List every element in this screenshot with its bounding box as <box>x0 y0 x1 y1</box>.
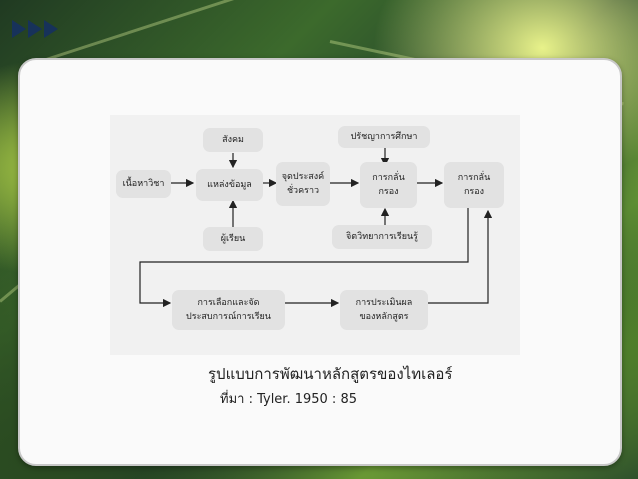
node-temp-objectives: จุดประสงค์ ชั่วคราว <box>276 162 330 206</box>
node-selection-line1: การเลือกและจัด <box>197 298 260 308</box>
arrow-evaluation-to-screening2 <box>428 209 493 304</box>
node-psychology-label: จิตวิทยาการเรียนรู้ <box>346 232 418 242</box>
node-screening-2-line1: การกลั่น <box>457 173 491 183</box>
node-screening-1: การกลั่น กรอง <box>360 162 417 208</box>
node-content-label: เนื้อหาวิชา <box>122 179 165 189</box>
node-evaluation: การประเมินผล ของหลักสูตร <box>340 290 428 330</box>
tyler-diagram: เนื้อหาวิชา สังคม แหล่งข้อมูล ผู้เรียน จ… <box>110 115 520 355</box>
node-evaluation-line2: ของหลักสูตร <box>359 312 409 322</box>
node-temp-objectives-line1: จุดประสงค์ <box>281 172 325 182</box>
triple-arrow-icon <box>12 20 58 38</box>
node-content: เนื้อหาวิชา <box>116 170 171 198</box>
node-sources-label: แหล่งข้อมูล <box>207 180 252 190</box>
node-screening-1-line1: การกลั่น <box>372 173 405 183</box>
node-sources: แหล่งข้อมูล <box>196 169 263 201</box>
node-screening-2: การกลั่น กรอง <box>444 162 504 208</box>
node-philosophy-label: ปรัชญาการศึกษา <box>350 132 418 142</box>
figure-caption-title: รูปแบบการพัฒนาหลักสูตรของไทเลอร์ <box>208 365 453 383</box>
node-learners-label: ผู้เรียน <box>220 234 246 244</box>
figure-caption-source: ที่มา : Tyler. 1950 : 85 <box>220 392 357 407</box>
node-society: สังคม <box>203 128 263 152</box>
node-learners: ผู้เรียน <box>203 227 263 251</box>
node-selection: การเลือกและจัด ประสบการณ์การเรียน <box>172 290 285 330</box>
node-screening-2-line2: กรอง <box>463 187 485 197</box>
node-temp-objectives-line2: ชั่วคราว <box>286 186 320 196</box>
node-philosophy: ปรัชญาการศึกษา <box>338 126 430 148</box>
node-screening-1-line2: กรอง <box>378 187 399 197</box>
background-streak <box>39 0 288 63</box>
node-evaluation-line1: การประเมินผล <box>355 298 413 308</box>
node-society-label: สังคม <box>222 135 244 145</box>
node-selection-line2: ประสบการณ์การเรียน <box>186 312 271 322</box>
node-psychology: จิตวิทยาการเรียนรู้ <box>332 225 432 249</box>
arrow-screening2-to-selection <box>139 207 469 308</box>
